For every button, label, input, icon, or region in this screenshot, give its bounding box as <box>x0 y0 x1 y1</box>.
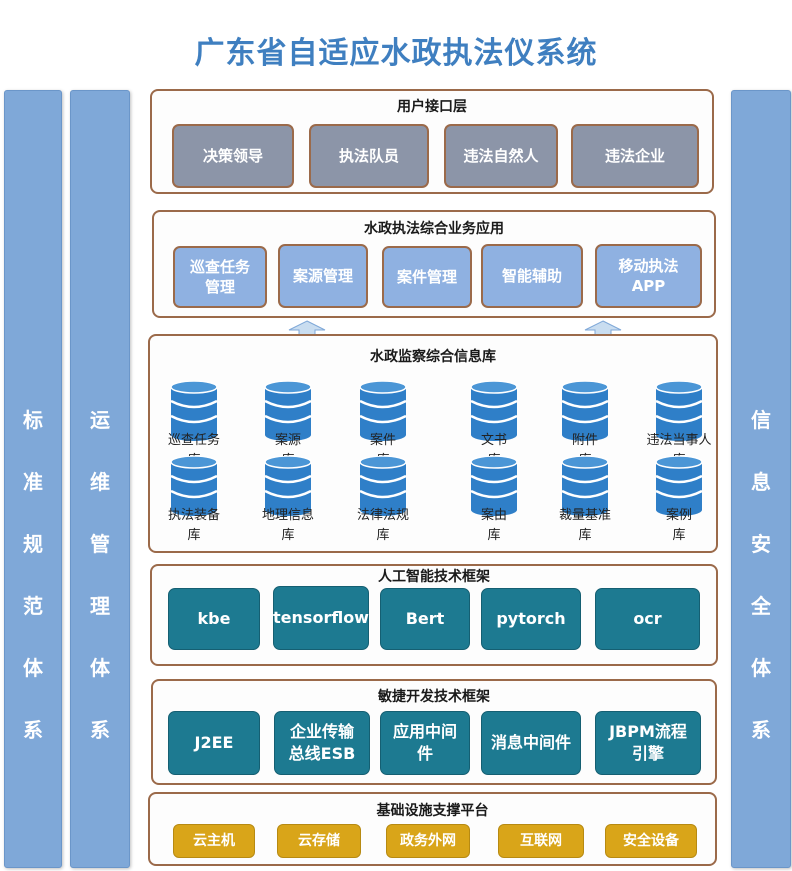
infra-box-cloud-storage: 云存储 <box>277 824 361 858</box>
database-item: 附件 库 <box>539 381 631 471</box>
user-box-violating-enterprise: 违法企业 <box>571 124 699 188</box>
sidebar-char: 全 <box>751 594 771 618</box>
database-icon <box>655 456 703 516</box>
app-box-case-management: 案件管理 <box>382 246 472 308</box>
sidebar-char: 范 <box>23 594 43 618</box>
user-box-decision-leader: 决策领导 <box>172 124 294 188</box>
operations-system-bar: 运 维 管 理 体 系 <box>70 90 130 868</box>
page-title: 广东省自适应水政执法仪系统 <box>194 36 598 71</box>
layer-title: 水政执法综合业务应用 <box>364 221 504 237</box>
database-label: 案由 库 <box>480 508 507 543</box>
database-item: 巡查任务 库 <box>148 381 240 471</box>
app-box-mobile-app: 移动执法 APP <box>595 244 702 308</box>
user-interface-layer: 用户接口层 决策领导 执法队员 违法自然人 违法企业 <box>150 89 714 194</box>
tech-box-jbpm: JBPM流程 引擎 <box>595 711 701 775</box>
database-icon <box>561 381 609 441</box>
tech-box-esb: 企业传输 总线ESB <box>274 711 370 775</box>
sidebar-char: 运 <box>90 408 110 432</box>
sidebar-char: 理 <box>90 594 110 618</box>
infra-box-security-device: 安全设备 <box>605 824 697 858</box>
app-box-case-source: 案源管理 <box>278 244 368 308</box>
layer-title: 水政监察综合信息库 <box>370 349 496 365</box>
app-box-patrol-task: 巡查任务 管理 <box>173 246 267 308</box>
sidebar-char: 管 <box>90 532 110 556</box>
security-system-label: 信 息 安 全 体 系 <box>732 389 790 761</box>
app-box-smart-assist: 智能辅助 <box>481 244 583 308</box>
database-item: 文书 库 <box>448 381 540 471</box>
tech-box-bert: Bert <box>380 588 470 650</box>
security-system-bar: 信 息 安 全 体 系 <box>731 90 791 868</box>
database-label: 裁量基准 库 <box>558 508 611 543</box>
tech-box-pytorch: pytorch <box>481 588 581 650</box>
database-label: 案例 库 <box>665 508 692 543</box>
database-label: 法律法规 库 <box>356 508 409 543</box>
sidebar-char: 息 <box>751 470 771 494</box>
user-box-enforcement-officer: 执法队员 <box>309 124 429 188</box>
database-item: 案由 库 <box>448 456 540 546</box>
database-label: 地理信息 库 <box>261 508 314 543</box>
database-icon <box>170 381 218 441</box>
database-icon <box>470 456 518 516</box>
sidebar-char: 体 <box>23 656 43 680</box>
database-item: 裁量基准 库 <box>539 456 631 546</box>
standards-system-bar: 标 准 规 范 体 系 <box>4 90 62 868</box>
standards-system-label: 标 准 规 范 体 系 <box>5 389 61 761</box>
database-icon <box>264 456 312 516</box>
tech-box-message-middleware: 消息中间件 <box>481 711 581 775</box>
information-database-layer: 水政监察综合信息库 巡查任务 库案源 库案件 库文书 库附件 库违法当事人 库执… <box>148 334 718 553</box>
database-icon <box>470 381 518 441</box>
infrastructure-layer: 基础设施支撑平台 云主机 云存储 政务外网 互联网 安全设备 <box>148 792 717 866</box>
database-icon <box>359 456 407 516</box>
layer-title: 基础设施支撑平台 <box>376 803 489 819</box>
agile-dev-framework-layer: 敏捷开发技术框架 J2EE 企业传输 总线ESB 应用中间 件 消息中间件 JB… <box>151 679 717 785</box>
infra-box-cloud-host: 云主机 <box>173 824 255 858</box>
database-item: 法律法规 库 <box>337 456 429 546</box>
sidebar-char: 系 <box>90 718 110 742</box>
tech-box-tensorflow: tensorflow <box>273 586 369 650</box>
sidebar-char: 维 <box>90 470 110 494</box>
infra-box-internet: 互联网 <box>498 824 584 858</box>
operations-system-label: 运 维 管 理 体 系 <box>71 389 129 761</box>
database-item: 执法装备 库 <box>148 456 240 546</box>
sidebar-char: 系 <box>751 718 771 742</box>
sidebar-char: 体 <box>751 656 771 680</box>
layer-title: 用户接口层 <box>397 99 467 115</box>
sidebar-char: 标 <box>23 408 43 432</box>
sidebar-char: 安 <box>751 532 771 556</box>
infra-box-gov-network: 政务外网 <box>386 824 470 858</box>
tech-box-ocr: ocr <box>595 588 700 650</box>
ai-framework-layer: 人工智能技术框架 kbe tensorflow Bert pytorch ocr <box>150 564 718 666</box>
database-icon <box>264 381 312 441</box>
layer-title: 敏捷开发技术框架 <box>378 689 490 705</box>
database-icon <box>359 381 407 441</box>
business-application-layer: 水政执法综合业务应用 巡查任务 管理 案源管理 案件管理 智能辅助 移动执法 A… <box>152 210 716 318</box>
sidebar-char: 体 <box>90 656 110 680</box>
database-icon <box>170 456 218 516</box>
tech-box-j2ee: J2EE <box>168 711 260 775</box>
database-item: 违法当事人 库 <box>633 381 725 471</box>
database-item: 地理信息 库 <box>242 456 334 546</box>
database-icon <box>655 381 703 441</box>
database-icon <box>561 456 609 516</box>
sidebar-char: 信 <box>751 408 771 432</box>
layer-title: 人工智能技术框架 <box>378 569 490 585</box>
sidebar-char: 系 <box>23 718 43 742</box>
tech-box-app-middleware: 应用中间 件 <box>380 711 470 775</box>
database-label: 执法装备 库 <box>167 508 220 543</box>
tech-box-kbe: kbe <box>168 588 260 650</box>
database-item: 案例 库 <box>633 456 725 546</box>
user-box-violating-person: 违法自然人 <box>444 124 558 188</box>
sidebar-char: 规 <box>23 532 43 556</box>
sidebar-char: 准 <box>23 470 43 494</box>
